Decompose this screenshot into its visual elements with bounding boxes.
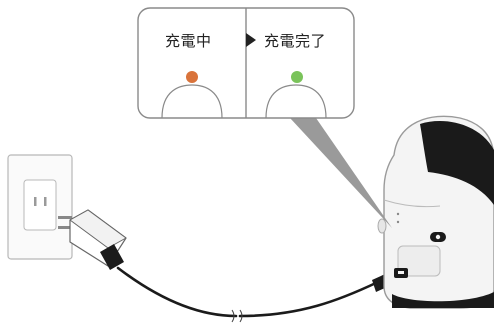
- led-complete-indicator: [291, 71, 303, 83]
- led-status-callout: [137, 7, 355, 119]
- camera-robot-device-icon: [377, 115, 494, 309]
- charging-complete-label: 充電完了: [264, 32, 327, 50]
- triangle-right-icon: [246, 33, 256, 47]
- charging-label: 充電中: [165, 32, 212, 50]
- led-charging-indicator: [186, 71, 198, 83]
- usb-cable-with-break-icon: [116, 266, 398, 323]
- wall-outlet-icon: [7, 154, 73, 260]
- usb-power-adapter-icon: [58, 209, 127, 270]
- callout-pointer: [290, 118, 392, 228]
